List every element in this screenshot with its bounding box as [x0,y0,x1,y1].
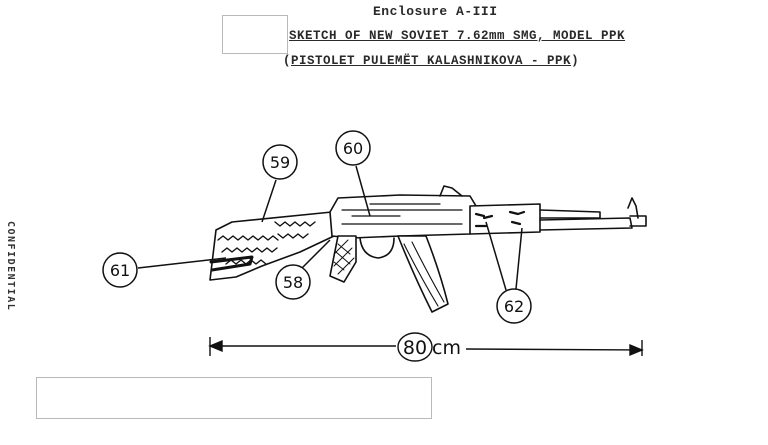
callout-61-leader [137,257,227,269]
sketch-subtitle: (PISTOLET PULEMËT KALASHNIKOVA - PPK) [283,54,579,68]
callout-59-label: 59 [270,153,290,172]
barrel [539,217,633,231]
callout-58-leader [301,239,331,269]
dimension-line [208,332,644,362]
dim-line-right [465,348,643,351]
lower-handguard [469,203,541,235]
pistol-grip [329,235,357,283]
enclosure-label: Enclosure A-III [373,4,498,19]
magazine [397,235,449,313]
dim-value-circle [397,332,433,362]
callout-60-label: 60 [343,139,363,158]
subtitle-open-paren: ( [283,54,292,68]
callout-62-leader-b [515,227,523,290]
gas-tube [539,209,601,219]
rifle-drawing [209,185,647,313]
dimension-value: 80 [403,337,427,359]
callout-62-label: 62 [504,297,524,316]
callout-60-leader [355,165,371,217]
dimension-unit: cm [432,337,461,359]
front-sight [627,197,639,219]
confidential-stamp: CONFIDENTIAL [5,221,16,312]
callout-58-label: 58 [283,273,303,292]
callout-58-circle [275,264,311,300]
handguard-marks [474,210,526,228]
bottom-redaction-box [36,377,432,419]
callouts [102,130,532,324]
callout-59-circle [262,144,298,180]
receiver-detail [341,203,463,225]
butt-pad [209,255,254,272]
subtitle-close-paren: ) [571,54,580,68]
callout-numbers: 59 60 61 58 62 [110,139,524,316]
callout-60-circle [335,130,371,166]
rear-sight [439,185,463,197]
dim-arrow-left [208,339,223,353]
callout-62-leader-a [485,221,507,291]
callout-62-circle [496,288,532,324]
callout-61-circle [102,252,138,288]
top-redaction-box [222,15,288,54]
grip-hatch [333,239,355,275]
callout-59-leader [261,179,277,223]
muzzle [629,215,647,227]
sketch-title: SKETCH OF NEW SOVIET 7.62mm SMG, MODEL P… [289,29,626,43]
trigger-guard [359,237,395,259]
subtitle-text: PISTOLET PULEMËT KALASHNIKOVA - PPK [291,54,572,68]
dim-arrow-right [629,343,644,357]
magazine-lines [403,241,445,307]
callout-61-label: 61 [110,261,130,280]
